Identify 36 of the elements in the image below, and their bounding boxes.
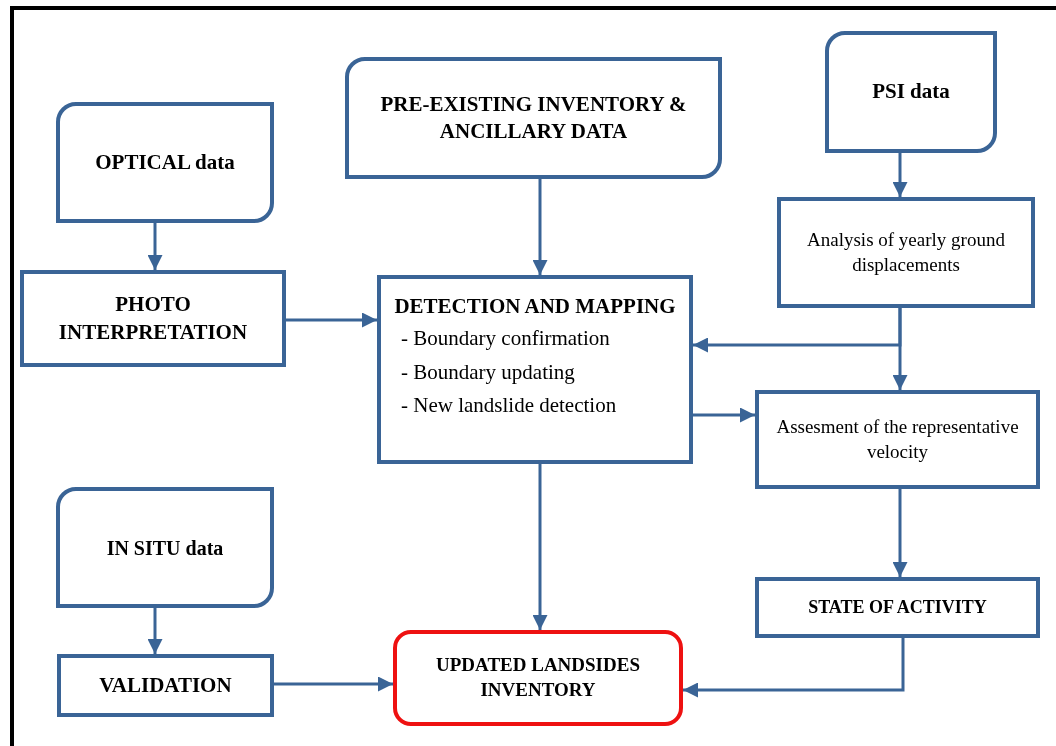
node-title: DETECTION AND MAPPING [394,293,676,320]
data-source-box [56,487,274,608]
process-box [57,654,274,717]
output-box [393,630,683,726]
data-source-box [345,57,722,179]
data-source-box [56,102,274,223]
arrow [532,464,548,630]
node-title: OPTICAL data [95,148,235,176]
arrow [147,223,163,270]
arrow [892,153,908,197]
node-title: PRE-EXISTING INVENTORY & ANCILLARY DATA [379,90,688,145]
node-text: Assesment of the representative velocity [775,414,1020,464]
node-title: PSI data [872,78,950,106]
list-item: - Boundary updating [401,358,575,386]
process-box [20,270,286,367]
process-box [755,390,1040,489]
node-title: PHOTO INTERPRETATION [57,291,249,346]
arrow [532,179,548,275]
node-title: VALIDATION [99,671,232,699]
arrow [892,308,908,390]
node-title: IN SITU data [106,535,224,561]
data-source-box [825,31,997,153]
node-title: UPDATED LANDSIDES INVENTORY [435,653,641,702]
process-box [777,197,1035,308]
process-box [755,577,1040,638]
arrow [693,407,755,423]
list-item: - New landslide detection [401,392,617,420]
arrow [683,638,905,698]
node-text: Analysis of yearly ground displacements [806,227,1006,277]
list-item: - Boundary confirmation [401,325,610,353]
arrow [147,608,163,654]
arrow [274,676,393,692]
node-title: STATE OF ACTIVITY [808,595,987,619]
arrow [892,489,908,577]
process-box [377,275,693,464]
arrow [286,312,377,328]
